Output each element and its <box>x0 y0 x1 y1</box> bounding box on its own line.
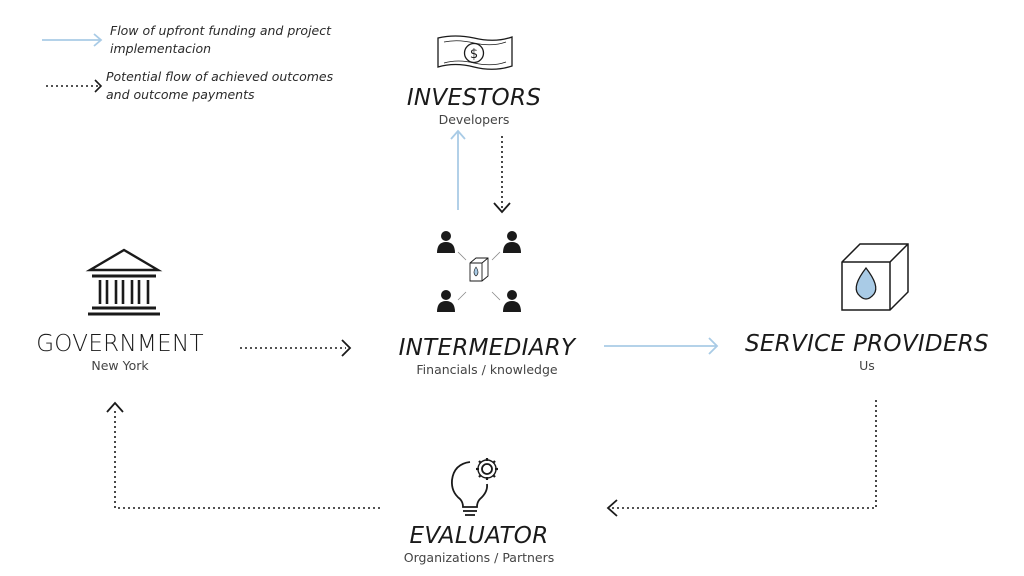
service-providers-title: SERVICE PROVIDERS <box>745 331 989 357</box>
intermediary-to-investors-arrow <box>450 129 466 210</box>
intermediary-node: INTERMEDIARY Financials / knowledge <box>382 334 592 378</box>
government-node: GOVERNMENT New York <box>20 330 220 374</box>
government-subtitle: New York <box>91 358 149 373</box>
evaluator-title: EVALUATOR <box>409 523 549 549</box>
svg-text:$: $ <box>470 47 478 62</box>
dollar-banknote-icon: $ <box>437 35 513 70</box>
water-drop-cube-icon <box>841 243 909 311</box>
intermediary-subtitle: Financials / knowledge <box>416 362 558 377</box>
evaluator-subtitle: Organizations / Partners <box>403 550 555 565</box>
legend-outcome-text: Potential flow of achieved outcomes and … <box>106 69 334 102</box>
service-providers-node: SERVICE PROVIDERS Us <box>732 330 1002 374</box>
evaluator-to-government-arrow <box>106 401 380 509</box>
government-building-icon <box>85 248 163 316</box>
investors-to-intermediary-arrow <box>493 136 511 214</box>
network-people-icon <box>437 231 521 312</box>
investors-node: INVESTORS Developers <box>394 84 554 128</box>
investors-subtitle: Developers <box>438 112 510 127</box>
intermediary-title: INTERMEDIARY <box>398 335 576 361</box>
service-providers-subtitle: Us <box>859 358 875 373</box>
investors-title: INVESTORS <box>406 85 542 111</box>
legend-outcome-arrow <box>46 79 103 93</box>
legend-funding-text: Flow of upfront funding and project impl… <box>110 23 332 56</box>
service-providers-to-evaluator-arrow <box>606 400 877 517</box>
government-title: GOVERNMENT <box>36 331 204 357</box>
government-to-intermediary-arrow <box>240 339 352 357</box>
evaluator-node: EVALUATOR Organizations / Partners <box>384 522 574 566</box>
legend-funding-arrow <box>42 33 103 47</box>
lightbulb-gear-icon <box>451 458 498 516</box>
intermediary-to-service-providers-arrow <box>604 337 719 355</box>
